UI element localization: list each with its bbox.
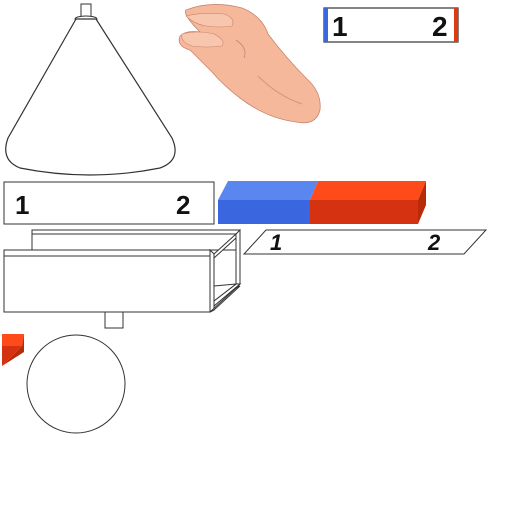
top-bar-label-right: 2 <box>432 11 448 42</box>
magnet-south-pole <box>310 200 418 224</box>
plate-label-left: 1 <box>270 230 282 255</box>
flat-plate[interactable]: 1 2 <box>242 229 488 255</box>
top-bar-magnet[interactable]: 1 2 <box>323 7 459 43</box>
small-red-block[interactable] <box>2 334 24 366</box>
magnet-north-pole <box>218 200 310 224</box>
box-label-left: 1 <box>15 190 29 220</box>
stem-post <box>104 311 124 329</box>
box-label-right: 2 <box>176 190 190 220</box>
u-channel[interactable] <box>3 228 242 313</box>
hand-icon[interactable] <box>178 4 321 124</box>
top-bar-label-left: 1 <box>332 11 348 42</box>
disk-icon[interactable] <box>26 334 126 434</box>
bar-magnet-3d[interactable] <box>218 181 426 224</box>
labeled-box[interactable]: 1 2 <box>3 181 215 225</box>
cone-icon[interactable] <box>5 3 176 176</box>
plate-label-right: 2 <box>427 230 441 255</box>
